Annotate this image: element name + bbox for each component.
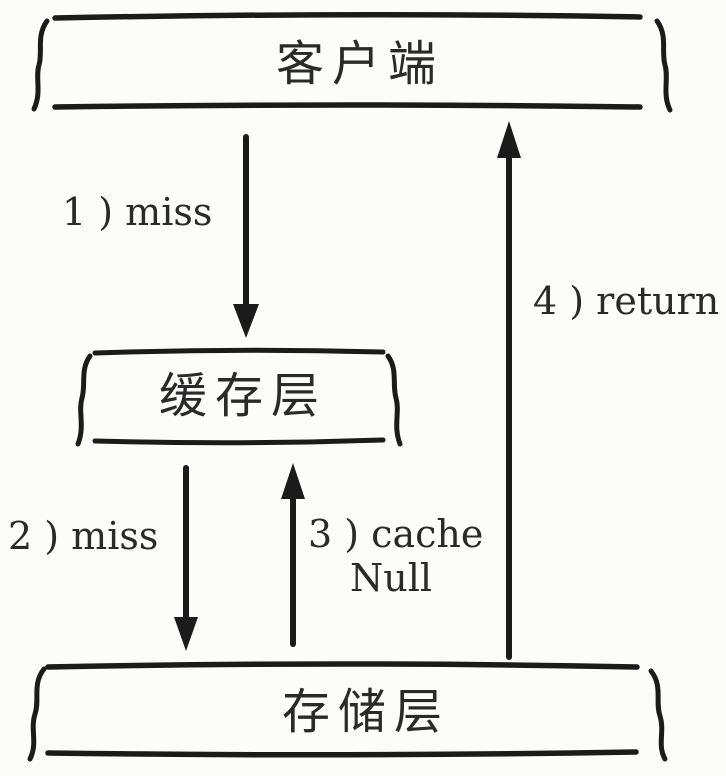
storage-box <box>27 661 668 762</box>
cache-node-label: 缓存层 <box>158 368 327 424</box>
arrow-3-head <box>281 463 305 499</box>
storage-box-left-brace <box>27 666 47 762</box>
client-box-left-brace <box>31 18 50 112</box>
arrow-2-head <box>174 617 198 651</box>
arrow-4-return <box>497 121 521 660</box>
arrow-2-miss <box>174 465 198 651</box>
edge-label-3-line1: 3 ) cache <box>308 512 484 556</box>
edge-label-3-line2: Null <box>350 556 433 601</box>
storage-box-right-brace <box>648 668 668 762</box>
cache-box-right-brace <box>385 353 403 447</box>
arrow-4-head <box>497 121 521 158</box>
cache-box <box>75 347 403 447</box>
edge-label-1-miss: 1 ) miss <box>62 190 213 234</box>
edge-label-4-return: 4 ) return <box>533 279 720 323</box>
arrow-1-miss <box>233 134 259 338</box>
edge-label-2-miss: 2 ) miss <box>8 514 159 558</box>
cache-box-left-brace <box>75 353 93 447</box>
client-node-label: 客户端 <box>275 36 444 92</box>
edge-label-3-cache-null: 3 ) cache Null <box>308 512 483 600</box>
client-box-right-brace <box>654 18 673 113</box>
storage-node-label: 存储层 <box>281 684 450 740</box>
client-box <box>31 11 673 113</box>
arrow-1-head <box>233 304 259 338</box>
arrow-3-cache-null <box>281 463 305 647</box>
